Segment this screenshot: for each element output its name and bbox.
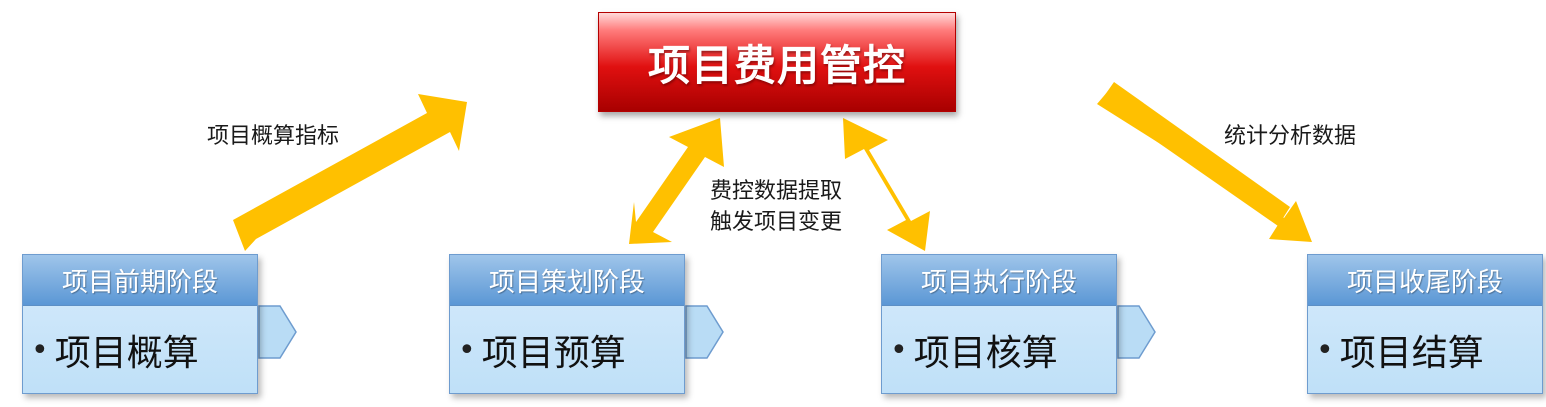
stage-closing: 项目收尾阶段 • 项目结算 xyxy=(1307,254,1543,394)
stage-closing-item: 项目结算 xyxy=(1339,333,1484,374)
bullet: • xyxy=(1316,332,1334,368)
label-statistics: 统计分析数据 xyxy=(1224,124,1357,149)
chevron-connector-1 xyxy=(258,305,297,359)
stage-execution-title: 项目执行阶段 xyxy=(920,267,1077,298)
label-cost-control-line2: 触发项目变更 xyxy=(710,210,843,235)
stage-pre-project-item: 项目概算 xyxy=(54,333,199,374)
stage-planning-header: 项目策划阶段 xyxy=(450,255,684,306)
label-estimate-indicator: 项目概算指标 xyxy=(207,124,340,149)
stage-pre-project: 项目前期阶段 • 项目概算 xyxy=(22,254,258,394)
stage-planning-title: 项目策划阶段 xyxy=(488,267,645,298)
bullet: • xyxy=(458,332,476,368)
stage-execution-body: • 项目核算 xyxy=(882,306,1116,394)
project-cost-control-title: 项目费用管控 xyxy=(647,40,906,90)
arrow-estimate-to-control xyxy=(233,94,467,251)
stage-execution-item: 项目核算 xyxy=(913,333,1058,374)
arrow-control-to-closing-body xyxy=(1100,82,1290,226)
bullet: • xyxy=(31,332,49,368)
bullet: • xyxy=(890,332,908,368)
chevron-connector-3 xyxy=(1117,305,1156,359)
stage-planning-item: 项目预算 xyxy=(481,333,626,374)
stage-closing-body: • 项目结算 xyxy=(1308,306,1542,394)
arrow-execution-control xyxy=(843,118,930,251)
stage-pre-project-body: • 项目概算 xyxy=(23,306,257,394)
arrow-planning-control xyxy=(629,118,724,244)
stage-execution: 项目执行阶段 • 项目核算 xyxy=(881,254,1117,394)
stage-execution-header: 项目执行阶段 xyxy=(882,255,1116,306)
stage-closing-header: 项目收尾阶段 xyxy=(1308,255,1542,306)
stage-planning: 项目策划阶段 • 项目预算 xyxy=(449,254,685,394)
stage-planning-body: • 项目预算 xyxy=(450,306,684,394)
stage-pre-project-title: 项目前期阶段 xyxy=(61,267,218,298)
project-cost-control-box: 项目费用管控 xyxy=(598,12,956,112)
label-cost-control-line1: 费控数据提取 xyxy=(710,179,843,204)
stage-pre-project-header: 项目前期阶段 xyxy=(23,255,257,306)
chevron-connector-2 xyxy=(685,305,724,359)
stage-closing-title: 项目收尾阶段 xyxy=(1346,267,1503,298)
